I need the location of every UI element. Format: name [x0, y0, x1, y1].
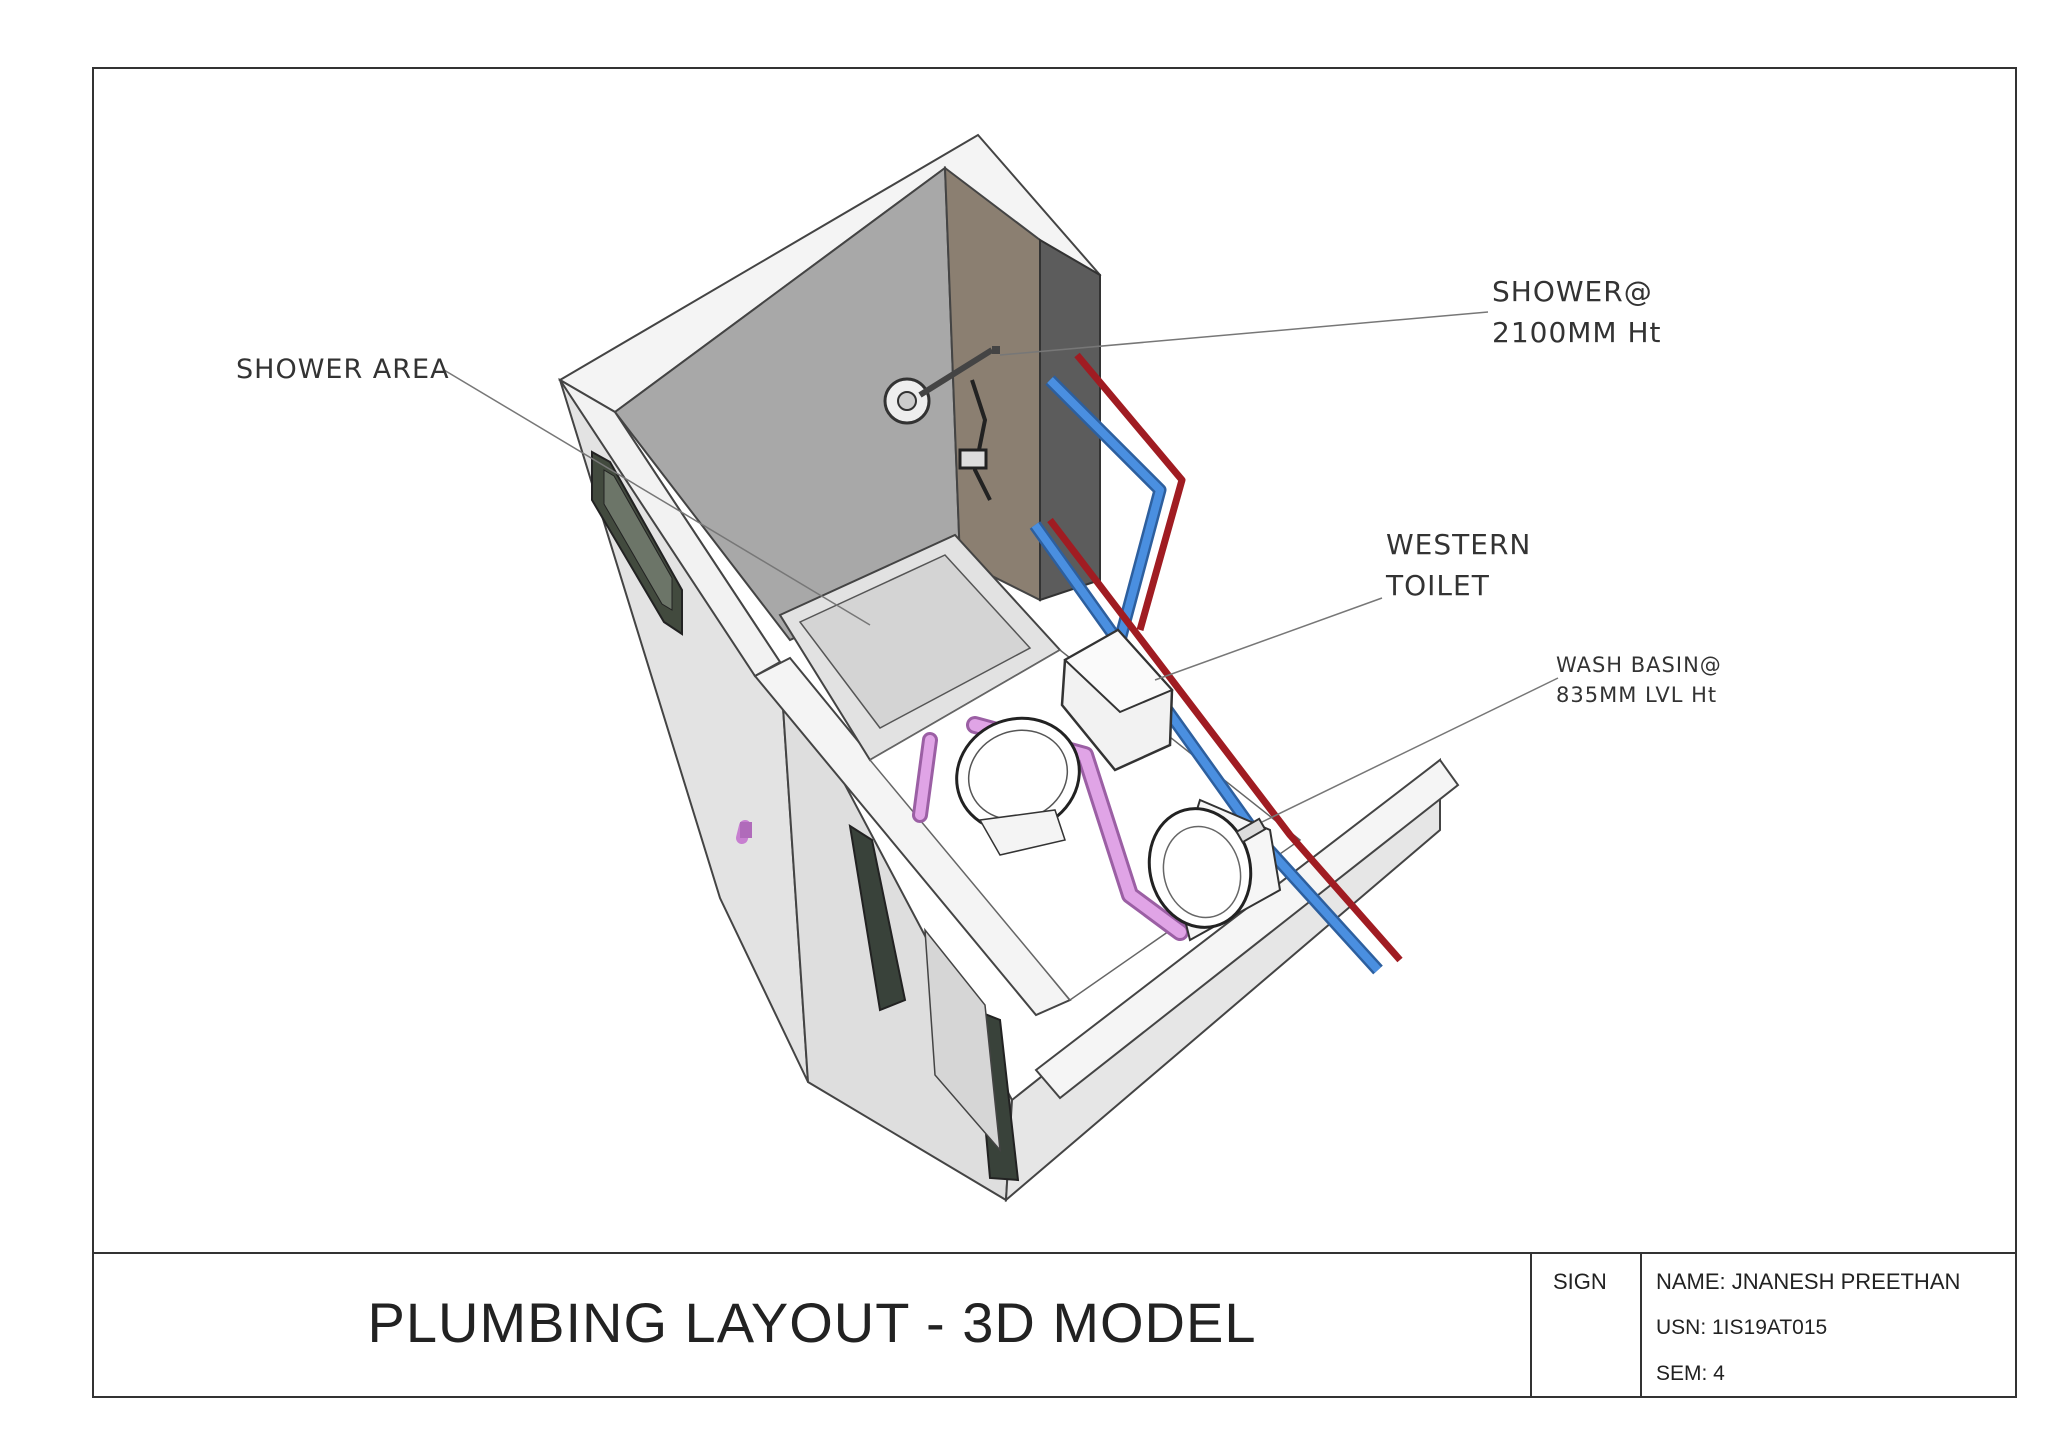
basin-tap-icon — [1235, 817, 1267, 844]
sheet-border — [92, 67, 2017, 1398]
shower-label-line-2: 2100MM Ht — [1492, 315, 1662, 349]
shower-area-text: SHOWER AREA — [236, 354, 450, 385]
wash-basin-label: WASH BASIN@ 835MM LVL Ht — [1556, 650, 1722, 711]
shower-height-label: SHOWER@ 2100MM Ht — [1492, 272, 1662, 353]
door-frame-left — [848, 823, 907, 1012]
door-leaf — [924, 927, 1001, 1153]
toilet-label-line-1: WESTERN — [1386, 528, 1532, 561]
shower-mixer-icon — [958, 448, 988, 470]
shower-area-label: SHOWER AREA — [236, 350, 450, 389]
toilet-label-line-2: TOILET — [1386, 568, 1490, 602]
window-glass — [603, 469, 673, 611]
semester: SEM: 4 — [1656, 1362, 1725, 1385]
student-name: NAME: JNANESH PREETHAN — [1656, 1269, 1961, 1294]
bathroom-3d-model — [558, 133, 1460, 1203]
shower-fixture — [883, 346, 1000, 501]
title-block — [93, 1252, 2016, 1397]
external-pipe-stub — [740, 822, 752, 838]
hot-water-pipe — [1047, 352, 1403, 963]
tiled-shower-wall — [943, 165, 1041, 602]
basin-label-line-2: 835MM LVL Ht — [1556, 683, 1718, 708]
callout-leaders — [443, 311, 1559, 823]
shower-tray-base — [798, 554, 1032, 729]
drawing-title: PLUMBING LAYOUT - 3D MODEL — [367, 1291, 1257, 1354]
western-toilet-label: WESTERN TOILET — [1386, 525, 1531, 606]
shower-label-line-1: SHOWER@ — [1492, 275, 1653, 308]
student-usn: USN: 1IS19AT015 — [1656, 1316, 1828, 1339]
wall-top-left — [559, 379, 782, 678]
wash-basin — [1147, 798, 1282, 942]
western-toilet — [955, 628, 1174, 856]
sign-label: SIGN — [1553, 1269, 1607, 1294]
basin-label-line-1: WASH BASIN@ — [1556, 653, 1722, 677]
right-wall-top — [1034, 758, 1460, 1100]
